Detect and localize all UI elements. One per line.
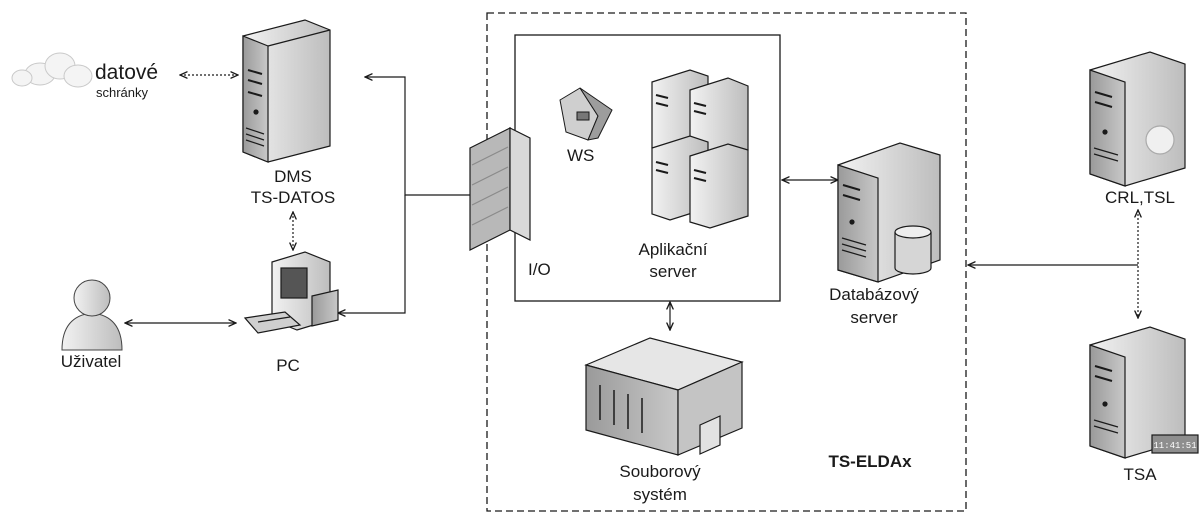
dms-label-line2: TS-DATOS xyxy=(250,188,336,207)
connector-io-dms xyxy=(365,77,470,196)
cloud-icon xyxy=(11,52,93,88)
connector-io-pc xyxy=(338,195,406,313)
aplikacni-server-label: Aplikační xyxy=(638,240,708,259)
aplikacni-server-label-line2: server xyxy=(649,262,697,281)
desktop-computer-icon xyxy=(243,251,339,334)
server-rack-icon xyxy=(651,69,749,229)
crl-tsl-label: CRL,TSL xyxy=(1105,188,1175,207)
datove-schranky-label: datové xyxy=(95,61,159,84)
tsa-clock-text: 11:41:51 xyxy=(1153,441,1196,451)
tsa-clock-display xyxy=(1151,434,1199,454)
storage-server-icon xyxy=(584,337,744,456)
firewall-icon xyxy=(469,127,531,251)
souborovy-system-label: Souborový xyxy=(619,462,701,481)
dms-label: DMS xyxy=(274,167,312,186)
timestamp-server-icon: 11:41:51 xyxy=(1089,326,1199,459)
certificate-server-icon xyxy=(1089,51,1186,187)
database-server-icon xyxy=(837,142,941,283)
tsa-label: TSA xyxy=(1123,465,1157,484)
web-service-icon xyxy=(559,87,613,141)
databazovy-server-label-line2: server xyxy=(850,308,898,327)
databazovy-server-label: Databázový xyxy=(829,285,919,304)
io-label: I/O xyxy=(528,260,551,279)
ts-eldax-boundary xyxy=(486,12,967,512)
souborovy-system-label-line2: systém xyxy=(633,485,687,504)
ws-label: WS xyxy=(567,146,595,165)
uzivatel-label: Uživatel xyxy=(60,352,122,371)
user-icon xyxy=(61,279,123,351)
datove-schranky-label-line2: schránky xyxy=(96,85,149,100)
ts-eldax-label: TS-ELDAx xyxy=(828,452,912,471)
pc-label: PC xyxy=(276,356,300,375)
connectors xyxy=(125,75,1138,330)
server-tower-icon xyxy=(242,19,331,163)
